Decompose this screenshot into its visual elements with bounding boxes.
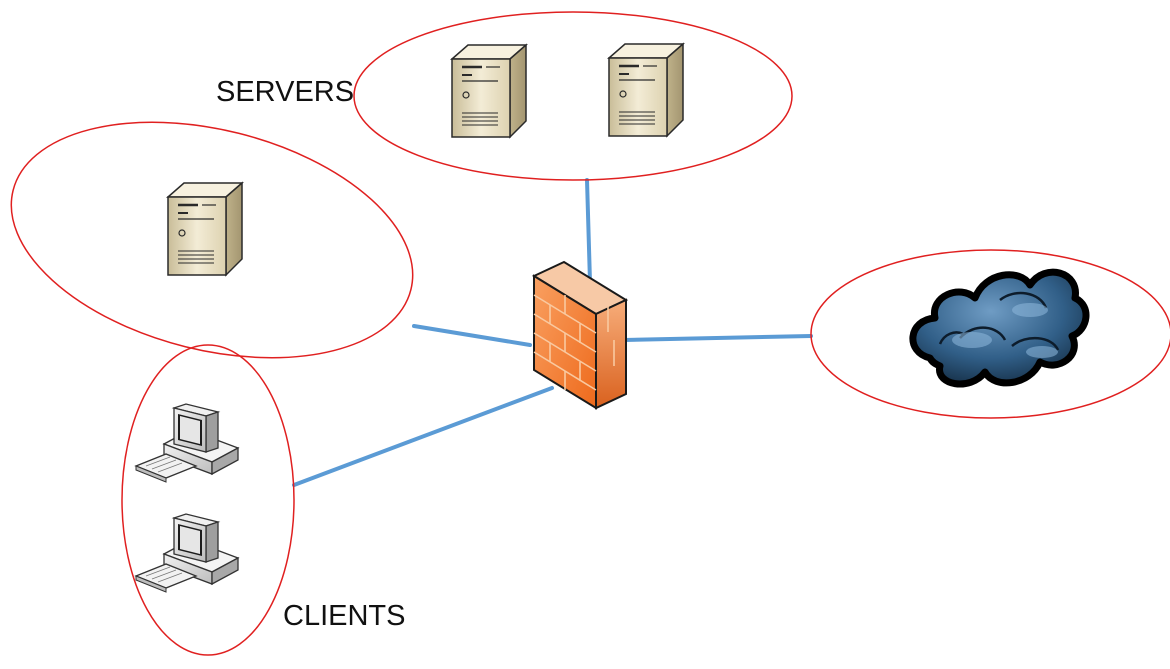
desktop-computer-icon	[135, 403, 239, 483]
firewall-brick-wall-icon	[531, 260, 629, 410]
link-firewall-clients	[292, 386, 554, 487]
servers-zone-outline	[353, 11, 793, 181]
link-firewall-servers	[585, 178, 592, 284]
left-zone-outline	[10, 121, 414, 359]
link-firewall-left-zone	[412, 324, 532, 347]
link-firewall-internet	[622, 334, 813, 342]
desktop-computer-icon	[135, 513, 239, 593]
internet-zone-outline	[810, 249, 1170, 419]
storm-cloud-icon	[909, 268, 1090, 388]
server-tower-icon	[450, 43, 528, 139]
server-tower-icon	[607, 42, 685, 138]
clients-label: CLIENTS	[283, 600, 405, 632]
servers-label: SERVERS	[216, 76, 354, 108]
server-tower-icon	[166, 181, 244, 277]
network-links	[292, 178, 813, 487]
clients-zone-outline	[121, 344, 295, 656]
